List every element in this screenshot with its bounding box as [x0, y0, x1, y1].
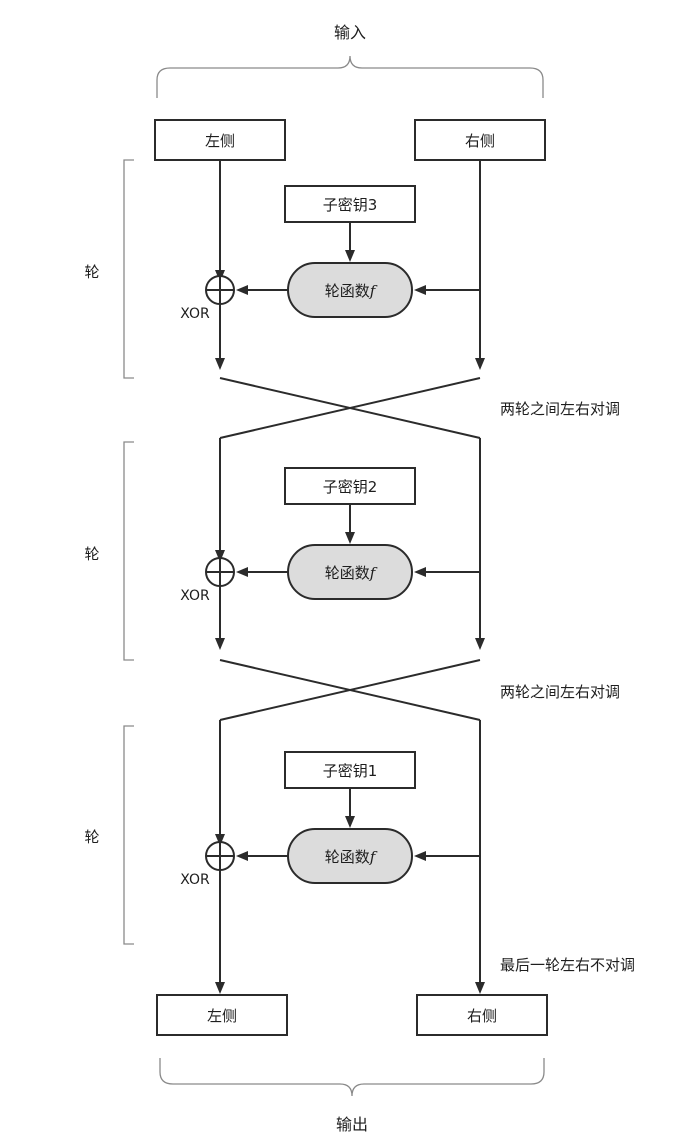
- bottom-right-box: 右侧: [416, 994, 548, 1036]
- svg-text:轮函数f: 轮函数f: [325, 848, 378, 866]
- round-3-subkey-label: 子密钥1: [323, 762, 378, 780]
- swap-2: 两轮之间左右对调: [219, 659, 620, 721]
- round-1-subkey-label: 子密钥3: [323, 196, 378, 214]
- round-2-subkey-label: 子密钥2: [323, 478, 378, 496]
- output-brace: [159, 1058, 545, 1097]
- round-2-side-label: 轮: [84, 545, 99, 563]
- swap-2-note: 两轮之间左右对调: [500, 683, 620, 701]
- round-3-function: 轮函数f: [287, 828, 413, 884]
- round-1-xor-icon: [205, 275, 235, 305]
- round-1-function-symbol: f: [369, 282, 378, 300]
- input-brace: [156, 55, 544, 98]
- round-1-side-label: 轮: [84, 263, 99, 281]
- round-3-subkey-box: 子密钥1: [284, 751, 416, 789]
- round-2-xor-label: XOR: [180, 588, 210, 604]
- bottom-left-box-label: 左侧: [207, 1007, 237, 1025]
- top-left-box: 左侧: [154, 119, 286, 161]
- round-3: 轮 子密钥1 轮函数f XOR 最后一轮左右不对调: [84, 725, 635, 974]
- round-3-side-label: 轮: [84, 828, 99, 846]
- round-2-function-symbol: f: [369, 564, 378, 582]
- input-label: 输入: [334, 23, 366, 42]
- top-left-box-label: 左侧: [205, 132, 235, 150]
- round-3-xor-icon: [205, 841, 235, 871]
- round-1-subkey-box: 子密钥3: [284, 185, 416, 223]
- round-1-xor-label: XOR: [180, 306, 210, 322]
- round-1: 轮 子密钥3 轮函数f XOR: [84, 159, 480, 379]
- round-3-note: 最后一轮左右不对调: [500, 956, 635, 974]
- round-3-xor-label: XOR: [180, 872, 210, 888]
- round-2: 轮 子密钥2 轮函数f XOR: [84, 441, 480, 661]
- round-2-xor-icon: [205, 557, 235, 587]
- bottom-right-box-label: 右侧: [467, 1007, 497, 1025]
- round-1-function: 轮函数f: [287, 262, 413, 318]
- round-2-subkey-box: 子密钥2: [284, 467, 416, 505]
- round-3-function-label: 轮函数: [325, 848, 370, 866]
- round-1-function-label: 轮函数: [325, 282, 370, 300]
- swap-1-note: 两轮之间左右对调: [500, 400, 620, 418]
- top-right-box: 右侧: [414, 119, 546, 161]
- round-2-function-label: 轮函数: [325, 564, 370, 582]
- bottom-left-box: 左侧: [156, 994, 288, 1036]
- swap-1: 两轮之间左右对调: [219, 377, 620, 439]
- top-right-box-label: 右侧: [465, 132, 495, 150]
- svg-text:轮函数f: 轮函数f: [325, 282, 378, 300]
- output-label: 输出: [336, 1115, 368, 1134]
- svg-text:轮函数f: 轮函数f: [325, 564, 378, 582]
- round-2-function: 轮函数f: [287, 544, 413, 600]
- round-3-function-symbol: f: [369, 848, 378, 866]
